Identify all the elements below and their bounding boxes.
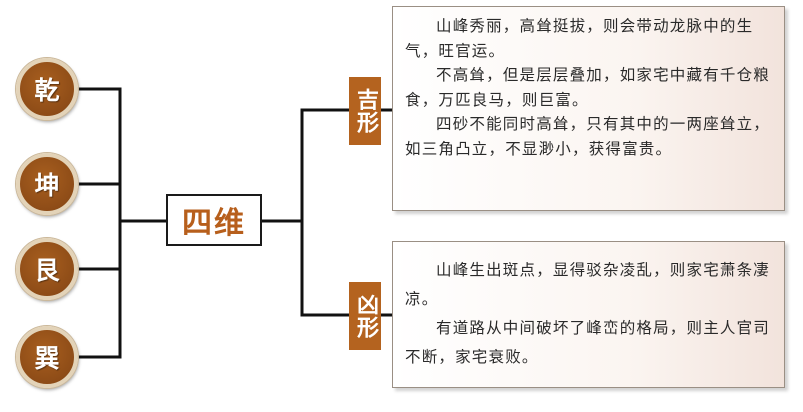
tag-inauspicious: 凶形 bbox=[349, 282, 381, 350]
panel-inauspicious: 山峰生出斑点，显得驳杂凌乱，则家宅萧条凄凉。 有道路从中间破坏了峰峦的格局，则主… bbox=[392, 241, 785, 388]
panel-auspicious: 山峰秀丽，高耸挺拔，则会带动龙脉中的生气，旺官运。 不高耸，但是层层叠加，如家宅… bbox=[392, 6, 785, 211]
node-gen: 艮 bbox=[16, 238, 78, 300]
node-kun: 坤 bbox=[16, 153, 78, 215]
panel-auspicious-paragraph: 山峰秀丽，高耸挺拔，则会带动龙脉中的生气，旺官运。 bbox=[405, 17, 754, 60]
center-node: 四维 bbox=[166, 194, 262, 246]
node-xun: 巽 bbox=[16, 326, 78, 388]
node-qian: 乾 bbox=[16, 58, 78, 120]
panel-inauspicious-paragraph: 山峰生出斑点，显得驳杂凌乱，则家宅萧条凄凉。 bbox=[405, 261, 771, 308]
panel-auspicious-paragraph: 不高耸，但是层层叠加，如家宅中藏有千仓粮食，万匹良马，则巨富。 bbox=[405, 66, 771, 109]
panel-inauspicious-paragraph: 有道路从中间破坏了峰峦的格局，则主人官司不断，家宅衰败。 bbox=[405, 319, 771, 366]
tag-auspicious: 吉形 bbox=[349, 77, 381, 145]
panel-auspicious-paragraph: 四砂不能同时高耸，只有其中的一两座耸立，如三角凸立，不显渺小，获得富贵。 bbox=[405, 115, 771, 158]
